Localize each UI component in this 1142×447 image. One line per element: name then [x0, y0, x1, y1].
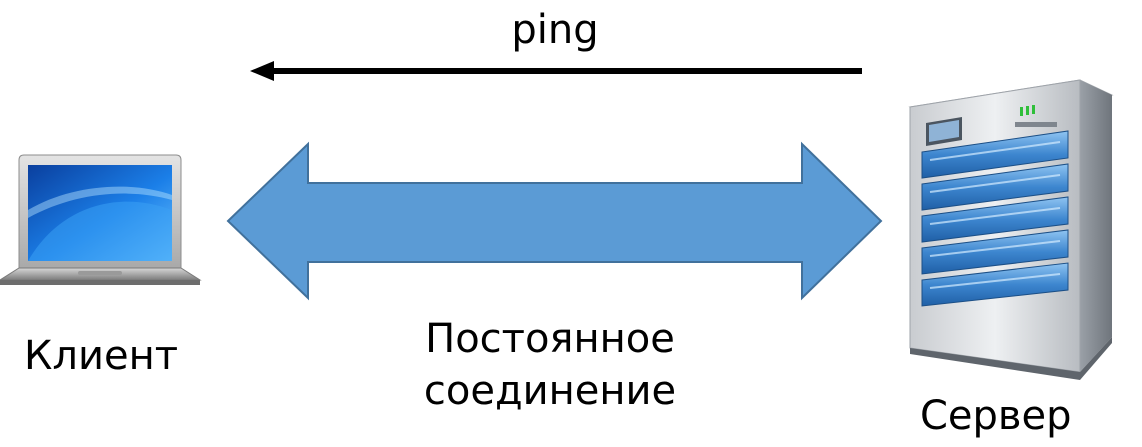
- connection-label: Постоянное соединение: [423, 316, 677, 414]
- server-tower-icon: [908, 79, 1114, 380]
- laptop-icon: [0, 154, 202, 285]
- ping-arrow: [250, 61, 862, 81]
- ping-label: ping: [511, 7, 599, 53]
- ping-arrow-head: [250, 61, 274, 81]
- connection-double-arrow: [226, 141, 883, 301]
- client-label: Клиент: [24, 333, 179, 379]
- server-label: Сервер: [920, 393, 1072, 439]
- server-drive-bays: [921, 130, 1069, 307]
